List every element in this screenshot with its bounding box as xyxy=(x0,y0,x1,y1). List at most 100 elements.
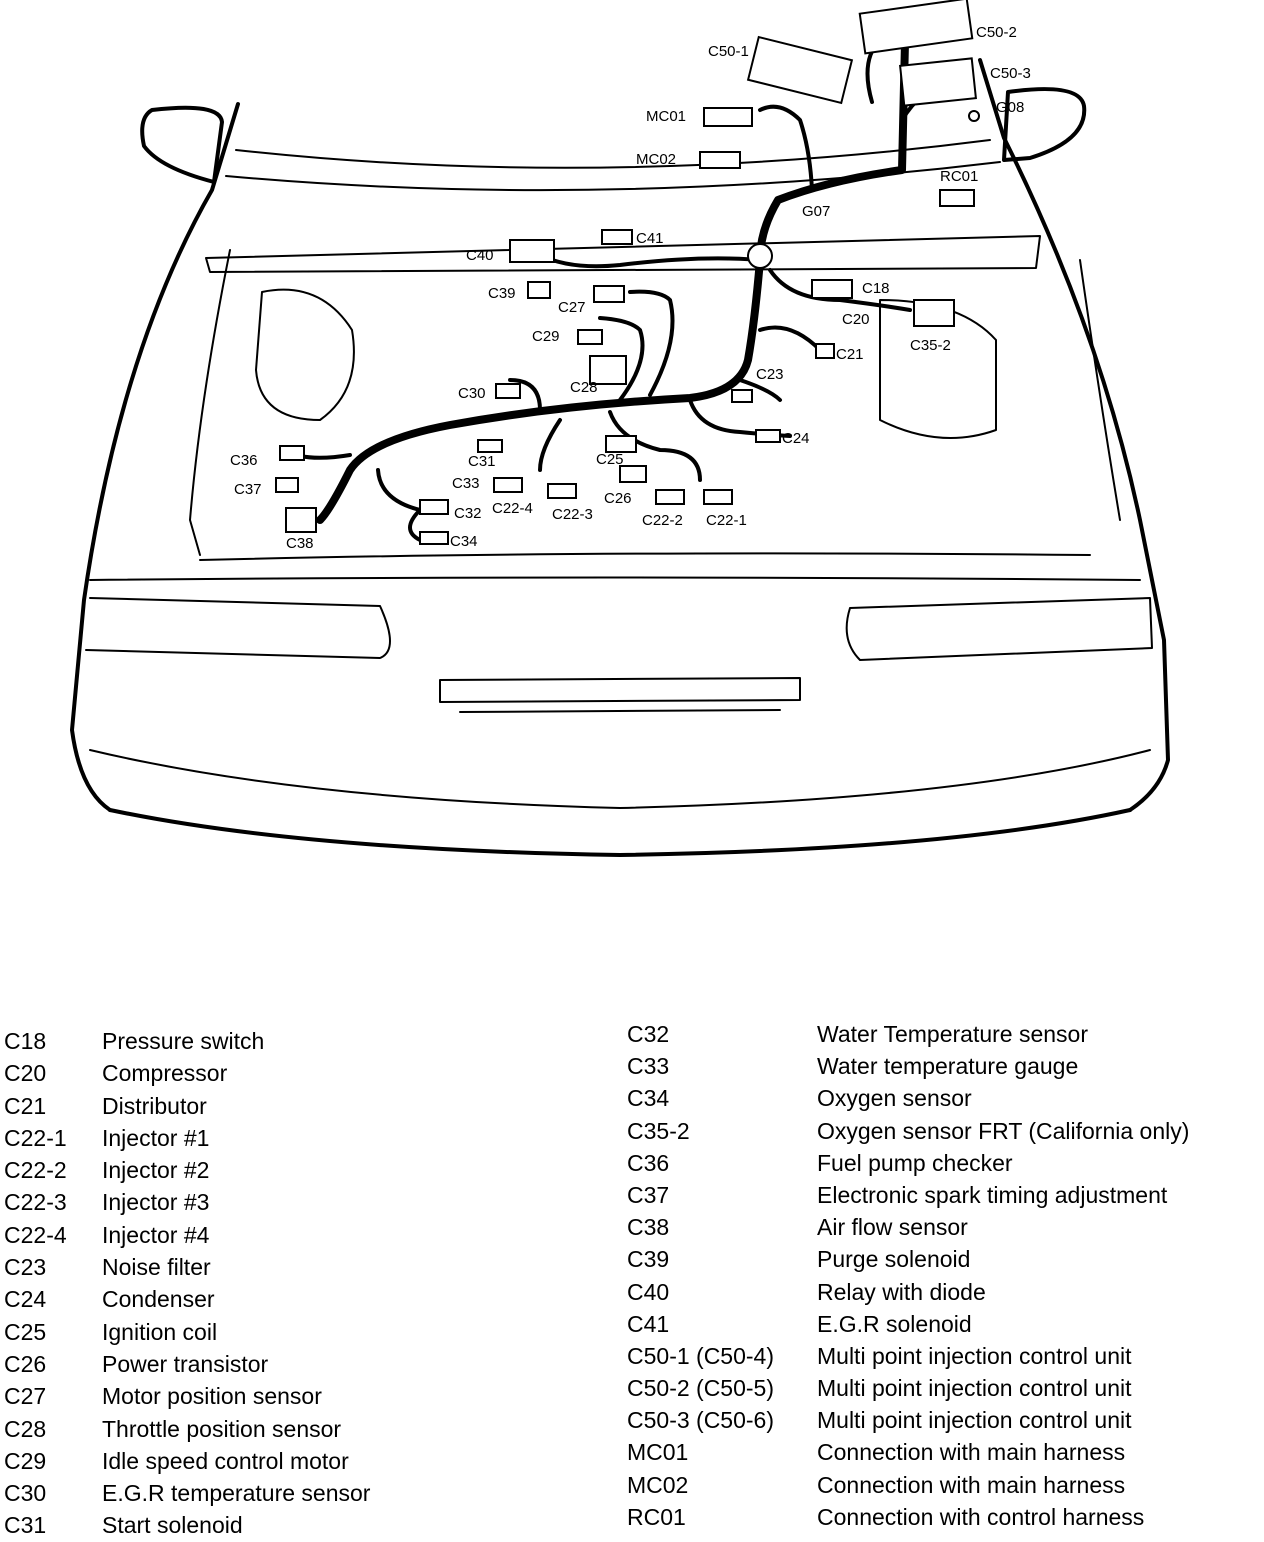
legend-description: Start solenoid xyxy=(102,1512,243,1539)
c22-2-connector xyxy=(655,489,685,505)
callout-c28: C28 xyxy=(570,379,598,396)
c39-connector xyxy=(527,281,551,299)
legend-code: C21 xyxy=(4,1092,47,1119)
legend-description: Relay with diode xyxy=(817,1278,986,1305)
legend-row: C31 Start solenoid xyxy=(4,1509,604,1541)
legend-description: Idle speed control motor xyxy=(102,1447,349,1474)
c21-connector xyxy=(815,343,835,359)
c34-connector xyxy=(419,531,449,545)
c23-connector xyxy=(731,389,753,403)
branch-c30 xyxy=(508,378,542,412)
legend-description: Condenser xyxy=(102,1286,215,1313)
c32-connector xyxy=(419,499,449,515)
branch-c28 xyxy=(598,316,645,402)
callout-c50-3: C50-3 xyxy=(990,65,1031,82)
c37-connector xyxy=(275,477,299,493)
callout-c30: C30 xyxy=(458,385,486,402)
legend-row: C22-4 Injector #4 xyxy=(4,1219,604,1251)
headlight-left xyxy=(85,597,391,659)
legend-description: Multi point injection control unit xyxy=(817,1342,1132,1369)
callout-c22-4: C22-4 xyxy=(492,500,533,517)
c38-connector xyxy=(285,507,317,533)
c40-connector xyxy=(509,239,555,263)
cowl-line-2 xyxy=(235,139,991,169)
legend-row: C21 Distributor xyxy=(4,1090,604,1122)
callout-c18: C18 xyxy=(862,280,890,297)
legend-code: C22-2 xyxy=(4,1157,67,1184)
legend-description: Connection with main harness xyxy=(817,1439,1126,1466)
legend-description: Injector #3 xyxy=(102,1189,210,1216)
callout-labels: C50-1 C50-2 C50-3 G08 MC01 MC02 RC01 G07… xyxy=(230,24,1031,552)
callout-c50-2: C50-2 xyxy=(976,24,1017,41)
body-right-edge xyxy=(978,58,1170,812)
legend-row: C37 Electronic spark timing adjustment xyxy=(627,1179,1264,1211)
legend-description: Electronic spark timing adjustment xyxy=(817,1181,1168,1208)
legend-code: C50-2 (C50-5) xyxy=(627,1375,774,1402)
legend-row: C50-1 (C50-4) Multi point injection contr… xyxy=(627,1340,1264,1372)
c28-connector xyxy=(589,355,627,385)
callout-c50-1: C50-1 xyxy=(708,43,749,60)
legend-code: C36 xyxy=(627,1149,670,1176)
legend-description: Throttle position sensor xyxy=(102,1415,342,1442)
car-body-outline xyxy=(70,58,1170,857)
callout-c26: C26 xyxy=(604,490,632,507)
connectors xyxy=(275,0,980,545)
legend-code: C22-4 xyxy=(4,1221,67,1248)
legend-code: MC02 xyxy=(627,1471,689,1498)
legend-row: C41 E.G.R solenoid xyxy=(627,1308,1264,1340)
strut-tower-left xyxy=(255,288,355,421)
legend-code: C31 xyxy=(4,1512,47,1539)
g08-ground xyxy=(968,110,980,122)
legend-description: Power transistor xyxy=(102,1350,269,1377)
branch-c27 xyxy=(628,289,675,397)
callout-c41: C41 xyxy=(636,230,664,247)
callout-c24: C24 xyxy=(782,430,810,447)
branch-injectors xyxy=(538,398,792,482)
legend-description: Distributor xyxy=(102,1092,207,1119)
legend-code: C22-3 xyxy=(4,1189,67,1216)
legend-description: Injector #4 xyxy=(102,1221,210,1248)
c50-1-unit xyxy=(746,35,854,105)
c30-connector xyxy=(495,383,521,399)
c26-connector xyxy=(619,465,647,483)
legend-description: Oxygen sensor xyxy=(817,1085,972,1112)
branch-c23 xyxy=(738,378,782,402)
callout-rc01: RC01 xyxy=(940,168,978,185)
legend-code: C24 xyxy=(4,1286,47,1313)
headlight-right xyxy=(845,597,1153,661)
callout-c36: C36 xyxy=(230,452,258,469)
legend-description: Injector #1 xyxy=(102,1124,210,1151)
legend-description: Multi point injection control unit xyxy=(817,1407,1132,1434)
legend-description: E.G.R solenoid xyxy=(817,1310,972,1337)
harness-trunk xyxy=(316,38,909,524)
c25-connector xyxy=(605,435,637,453)
legend-code: C50-3 (C50-6) xyxy=(627,1407,774,1434)
legend-code: C50-1 (C50-4) xyxy=(627,1342,774,1369)
c27-connector xyxy=(593,285,625,303)
legend-description: Injector #2 xyxy=(102,1157,210,1184)
callout-c34: C34 xyxy=(450,533,478,550)
callout-c22-1: C22-1 xyxy=(706,512,747,529)
legend-code: RC01 xyxy=(627,1503,686,1530)
legend-code: C37 xyxy=(627,1181,670,1208)
grille xyxy=(439,677,801,703)
engine-bay xyxy=(189,249,1121,556)
callout-c32: C32 xyxy=(454,505,482,522)
engine-harness-diagram: C50-1 C50-2 C50-3 G08 MC01 MC02 RC01 G07… xyxy=(70,0,1170,857)
legend-code: C41 xyxy=(627,1310,670,1337)
left-mirror xyxy=(140,105,224,184)
c31-connector xyxy=(477,439,503,453)
legend-code: MC01 xyxy=(627,1439,689,1466)
callout-g08: G08 xyxy=(996,99,1024,116)
callout-g07: G07 xyxy=(802,203,830,220)
mc02-connector xyxy=(699,151,741,169)
right-mirror xyxy=(1002,87,1087,162)
